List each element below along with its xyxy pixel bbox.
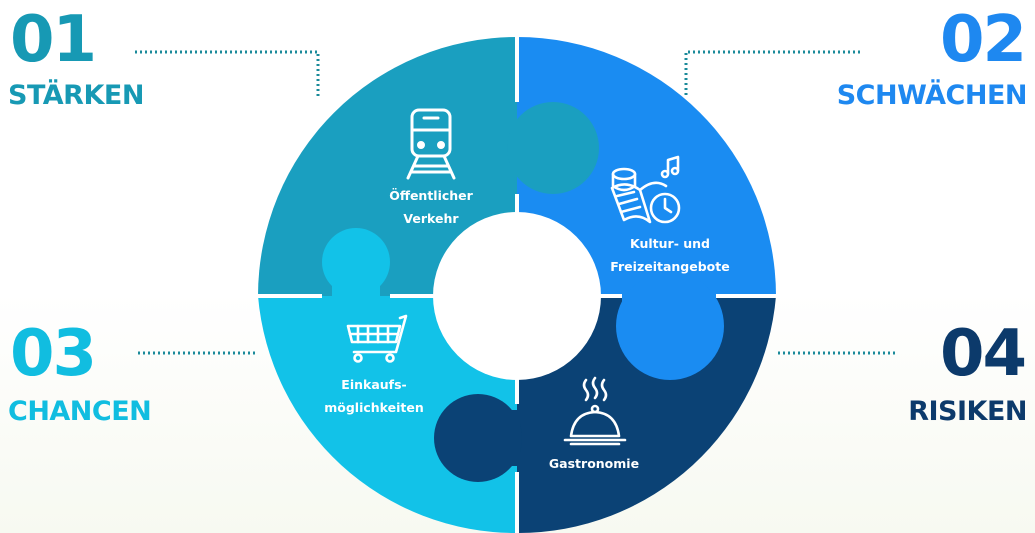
piece-label-line: Verkehr bbox=[403, 211, 459, 226]
piece-label-line: Kultur- und bbox=[630, 236, 710, 251]
piece-label-line: möglichkeiten bbox=[324, 400, 424, 415]
dotted-connectors bbox=[135, 50, 898, 355]
piece-label-kultur: Kultur- und Freizeitangebote bbox=[570, 232, 770, 278]
piece-label-verkehr: Öffentlicher Verkehr bbox=[331, 184, 531, 230]
shopping-cart-icon bbox=[346, 314, 408, 363]
quadrant-label: SCHWÄCHEN bbox=[836, 80, 1028, 111]
train-icon bbox=[406, 108, 456, 180]
puzzle-piece-kultur bbox=[517, 37, 776, 380]
piece-label-line: Öffentlicher bbox=[389, 188, 473, 203]
puzzle-piece-verkehr bbox=[258, 37, 599, 296]
piece-label-gastronomie: Gastronomie bbox=[494, 452, 694, 475]
knob-neck-gastronomie bbox=[470, 410, 520, 466]
connector-02 bbox=[684, 50, 860, 98]
quadrant-number: 02 bbox=[939, 3, 1027, 77]
quadrant-label: RISIKEN bbox=[908, 396, 1027, 427]
quadrant-label: STÄRKEN bbox=[8, 80, 144, 111]
quadrant-label: CHANCEN bbox=[8, 396, 152, 427]
piece-label-line: Freizeitangebote bbox=[610, 259, 730, 274]
piece-label-line: Einkaufs- bbox=[341, 377, 407, 392]
quadrant-number: 04 bbox=[939, 317, 1027, 391]
piece-label-einkauf: Einkaufs- möglichkeiten bbox=[274, 373, 474, 419]
quadrant-number: 01 bbox=[10, 3, 97, 77]
knob-neck-einkauf bbox=[332, 262, 380, 302]
piece-label-line: Gastronomie bbox=[548, 456, 640, 471]
center-hole bbox=[433, 212, 601, 380]
culture-leisure-icon bbox=[610, 155, 681, 224]
quadrant-number: 03 bbox=[10, 317, 97, 391]
serving-cloche-icon bbox=[563, 376, 627, 446]
connector-01 bbox=[135, 50, 320, 98]
